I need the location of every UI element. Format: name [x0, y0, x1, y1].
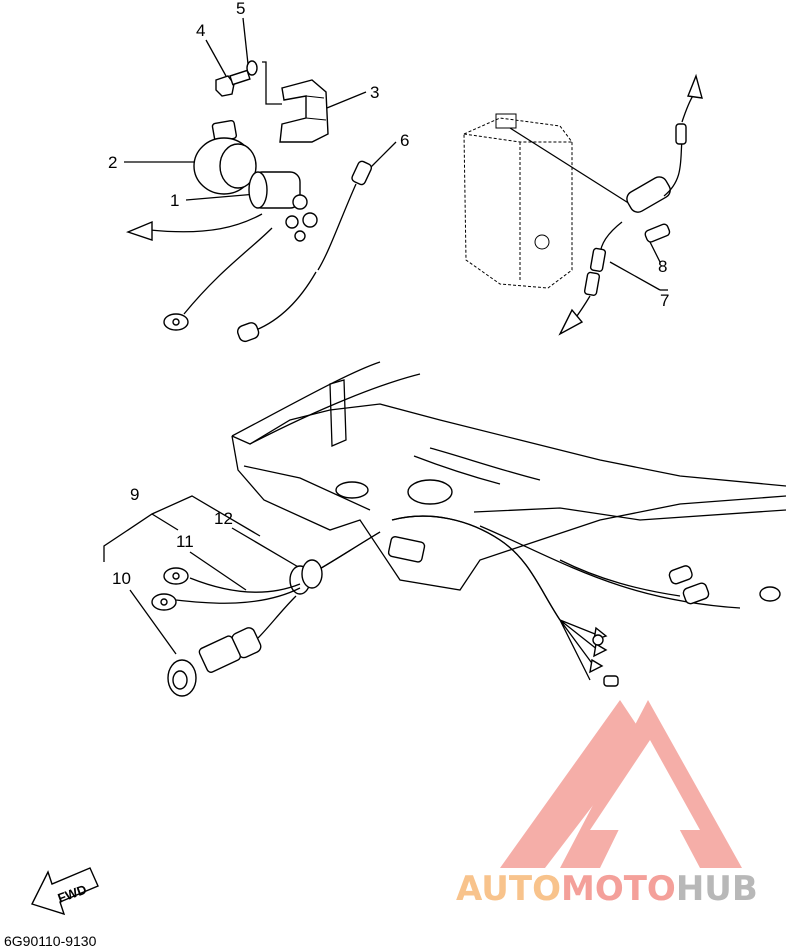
watermark-logo	[500, 700, 742, 868]
callout-12: 12	[214, 509, 233, 528]
grommet-part-12	[289, 559, 323, 595]
relay-part-1	[248, 171, 318, 242]
lead-part-11	[151, 567, 301, 611]
watermark-hub: HUB	[676, 869, 758, 909]
callout-4: 4	[196, 21, 205, 40]
washer-part-5	[246, 60, 258, 76]
fwd-arrow-icon: FWD	[31, 867, 99, 916]
fuse-holder-part-7	[509, 73, 703, 336]
wire-arrow-up-icon	[687, 73, 703, 99]
wire-harness-part-9	[299, 515, 781, 687]
callout-10: 10	[112, 569, 131, 588]
boat-housing	[231, 361, 786, 591]
watermark-moto: MOTO	[561, 869, 676, 909]
watermark-inner	[590, 740, 700, 830]
holder-part-2	[193, 119, 257, 195]
callout-6: 6	[400, 131, 409, 150]
lead-wire-part-6	[236, 160, 373, 343]
battery-box	[463, 113, 573, 289]
callout-1: 1	[170, 191, 179, 210]
socket-part-10	[167, 595, 297, 697]
callout-9: 9	[130, 485, 139, 504]
callout-3: 3	[370, 83, 379, 102]
diagram-code: 6G90110-9130	[4, 933, 97, 949]
callout-2: 2	[108, 153, 117, 172]
wire-arrow-down-icon	[558, 308, 584, 336]
callout-8: 8	[658, 257, 667, 276]
watermark-text: AUTOMOTOHUB	[456, 869, 758, 909]
bracket-part-3	[279, 79, 329, 143]
relay-wires	[126, 213, 273, 331]
callout-7: 7	[660, 291, 669, 310]
wire-arrow-left-icon	[126, 220, 153, 241]
fuse-part-8	[644, 223, 671, 243]
callout-11: 11	[176, 532, 194, 551]
watermark-auto: AUTO	[456, 869, 561, 909]
bolt-part-4	[215, 69, 251, 97]
callout-5: 5	[236, 0, 245, 18]
